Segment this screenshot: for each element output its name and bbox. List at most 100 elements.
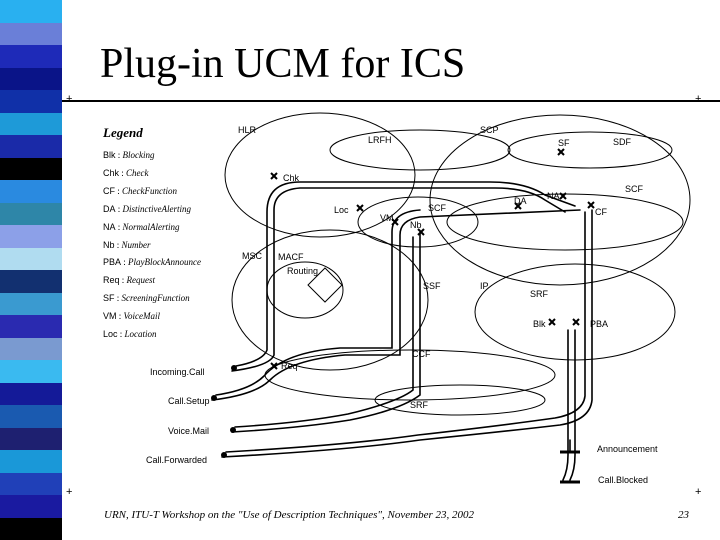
label-cf: CF [595, 207, 607, 217]
label-srf-low: SRF [410, 400, 429, 410]
stripe-block [0, 450, 62, 473]
cross-pba-icon [572, 318, 580, 326]
label-routing: Routing [287, 266, 318, 276]
legend-key: Nb [103, 239, 115, 250]
cross-loc-icon [356, 204, 364, 212]
label-announcement: Announcement [597, 444, 658, 454]
start-call-forwarded [221, 452, 227, 458]
stripe-block [0, 90, 62, 113]
stripe-block [0, 45, 62, 68]
label-ccf: CCF [412, 349, 431, 359]
legend-item: PBA : PlayBlockAnnounce [103, 257, 201, 268]
legend-item: Nb : Number [103, 239, 151, 250]
corner-mark: + [66, 93, 73, 105]
cross-req-icon [270, 362, 278, 370]
legend-item: SF : ScreeningFunction [103, 293, 190, 304]
legend-item: Req : Request [103, 275, 156, 286]
stripe-block [0, 202, 62, 225]
label-scp: SCP [480, 125, 499, 135]
label-voice-mail: Voice.Mail [168, 426, 209, 436]
srf-low-component [374, 384, 546, 416]
stripe-block [0, 337, 62, 360]
label-vm: VM [380, 213, 394, 223]
label-ssf: SSF [423, 281, 441, 291]
stripe-block [0, 67, 62, 90]
legend-key: PBA [103, 257, 122, 268]
label-req: Req [281, 361, 298, 371]
legend-key: DA [103, 203, 116, 214]
label-lrfh: LRFH [368, 135, 392, 145]
legend-text: ScreeningFunction [121, 293, 190, 304]
cross-cf-icon [587, 201, 595, 209]
corner-mark: + [66, 486, 73, 498]
stripe-block [0, 225, 62, 248]
cross-chk-icon [270, 172, 278, 180]
stripe-block [0, 405, 62, 428]
cross-na-icon [559, 192, 567, 200]
label-nb: Nb [410, 220, 422, 230]
stripe-block [0, 247, 62, 270]
label-msc: MSC [242, 251, 263, 261]
label-da: DA [514, 196, 527, 206]
corner-mark: + [695, 486, 702, 498]
label-macf: MACF [278, 252, 304, 262]
stripe-block [0, 315, 62, 338]
scf-mid-component [357, 196, 479, 248]
legend-item: VM : VoiceMail [103, 311, 161, 322]
legend-key: CF [103, 185, 115, 196]
label-hlr: HLR [238, 125, 257, 135]
cross-da-icon [514, 202, 522, 210]
label-ip: IP [480, 281, 489, 291]
legend-text: Number [121, 239, 151, 250]
label-incoming-call: Incoming.Call [150, 367, 205, 377]
stripe-block [0, 292, 62, 315]
path-call-setup [211, 209, 581, 401]
stripe-block [0, 360, 62, 383]
cross-sf-icon [557, 148, 565, 156]
legend-text: Request [126, 275, 156, 286]
stripe-block [0, 382, 62, 405]
page-number: 23 [678, 509, 689, 521]
title-underline [62, 100, 720, 102]
corner-mark: + [695, 93, 702, 105]
label-blk: Blk [533, 319, 546, 329]
legend-key: Blk [103, 150, 116, 160]
hlr-component [224, 112, 416, 238]
label-call-forwarded: Call.Forwarded [146, 455, 207, 465]
label-sdf: SDF [613, 137, 632, 147]
cross-blk-icon [548, 318, 556, 326]
sdf-component [507, 131, 673, 169]
label-na: NA [547, 191, 560, 201]
label-chk: Chk [283, 173, 300, 183]
label-srf-ip: SRF [530, 289, 549, 299]
routing-stub [307, 267, 343, 303]
legend-text: CheckFunction [122, 185, 177, 196]
stripe-block [0, 180, 62, 203]
legend-text: VoiceMail [123, 311, 161, 322]
legend-item: NA : NormalAlerting [103, 221, 180, 232]
legend-key: Chk [103, 167, 120, 178]
legend-text: DistinctiveAlerting [122, 203, 192, 214]
legend-key: Req [103, 275, 120, 286]
label-loc: Loc [334, 205, 349, 215]
legend-key: NA [103, 221, 116, 232]
legend-key: VM [103, 311, 117, 322]
stripe-block [0, 517, 62, 540]
path-voice-mail [231, 232, 421, 433]
legend-item: Loc : Location [103, 329, 157, 339]
stripe-block [0, 0, 62, 23]
slide-title: Plug-in UCM for ICS [100, 41, 466, 87]
legend-text: Check [126, 167, 149, 178]
stripe-block [0, 157, 62, 180]
legend-item: CF : CheckFunction [103, 185, 177, 196]
legend-item: Blk : Blocking [103, 150, 155, 160]
legend-item: DA : DistinctiveAlerting [103, 203, 192, 214]
legend-text: Blocking [122, 150, 155, 160]
cross-nb-icon [417, 228, 425, 236]
footer-text: URN, ITU-T Workshop on the "Use of Descr… [104, 509, 474, 521]
stripe-block [0, 112, 62, 135]
legend-item: Chk : Check [103, 167, 149, 178]
start-call-setup [211, 395, 217, 401]
label-call-blocked: Call.Blocked [598, 475, 648, 485]
